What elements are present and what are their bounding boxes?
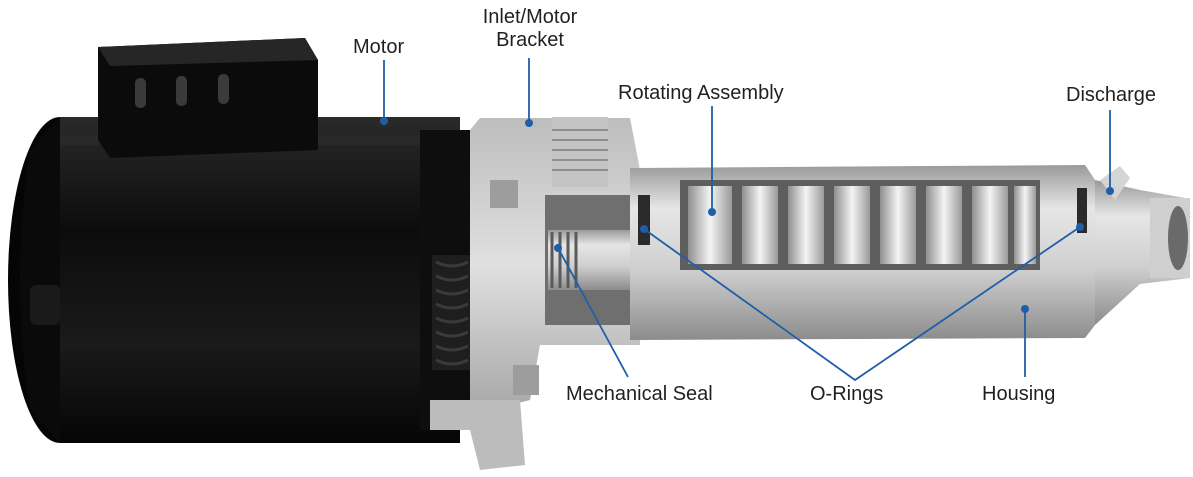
motor-body bbox=[8, 117, 480, 443]
leader-dot-mechanical-seal bbox=[554, 244, 562, 252]
motor-terminal-box bbox=[98, 38, 318, 158]
label-inlet-line1: Inlet/Motor bbox=[482, 6, 578, 28]
label-rotating-assembly: Rotating Assembly bbox=[618, 82, 784, 104]
motor-vent-fins bbox=[435, 260, 469, 366]
label-inlet-motor-bracket: Inlet/Motor Bracket bbox=[470, 6, 590, 52]
label-discharge: Discharge bbox=[1066, 84, 1157, 106]
leader-dot-discharge bbox=[1106, 187, 1114, 195]
leader-dot-rotating-assembly bbox=[708, 208, 716, 216]
rotating-assembly-stages bbox=[688, 186, 1036, 264]
label-o-rings: O-Rings bbox=[810, 383, 884, 405]
leader-dot-o-ring-left bbox=[640, 225, 648, 233]
discharge-outlet bbox=[1095, 166, 1190, 325]
leader-o-rings bbox=[643, 226, 1081, 382]
label-housing: Housing bbox=[982, 383, 1056, 405]
inlet-motor-bracket bbox=[430, 117, 640, 470]
leader-dot-inlet-bracket bbox=[525, 119, 533, 127]
leader-dots bbox=[380, 117, 1114, 313]
label-mechanical-seal: Mechanical Seal bbox=[566, 383, 713, 405]
leader-mechanical-seal bbox=[557, 247, 629, 378]
leader-lines bbox=[383, 58, 1111, 382]
leader-dot-motor bbox=[380, 117, 388, 125]
seal-spring bbox=[550, 232, 578, 288]
leader-dot-o-ring-right bbox=[1076, 223, 1084, 231]
label-inlet-line2: Bracket bbox=[496, 29, 564, 51]
label-motor: Motor bbox=[353, 36, 405, 58]
leader-dot-housing bbox=[1021, 305, 1029, 313]
